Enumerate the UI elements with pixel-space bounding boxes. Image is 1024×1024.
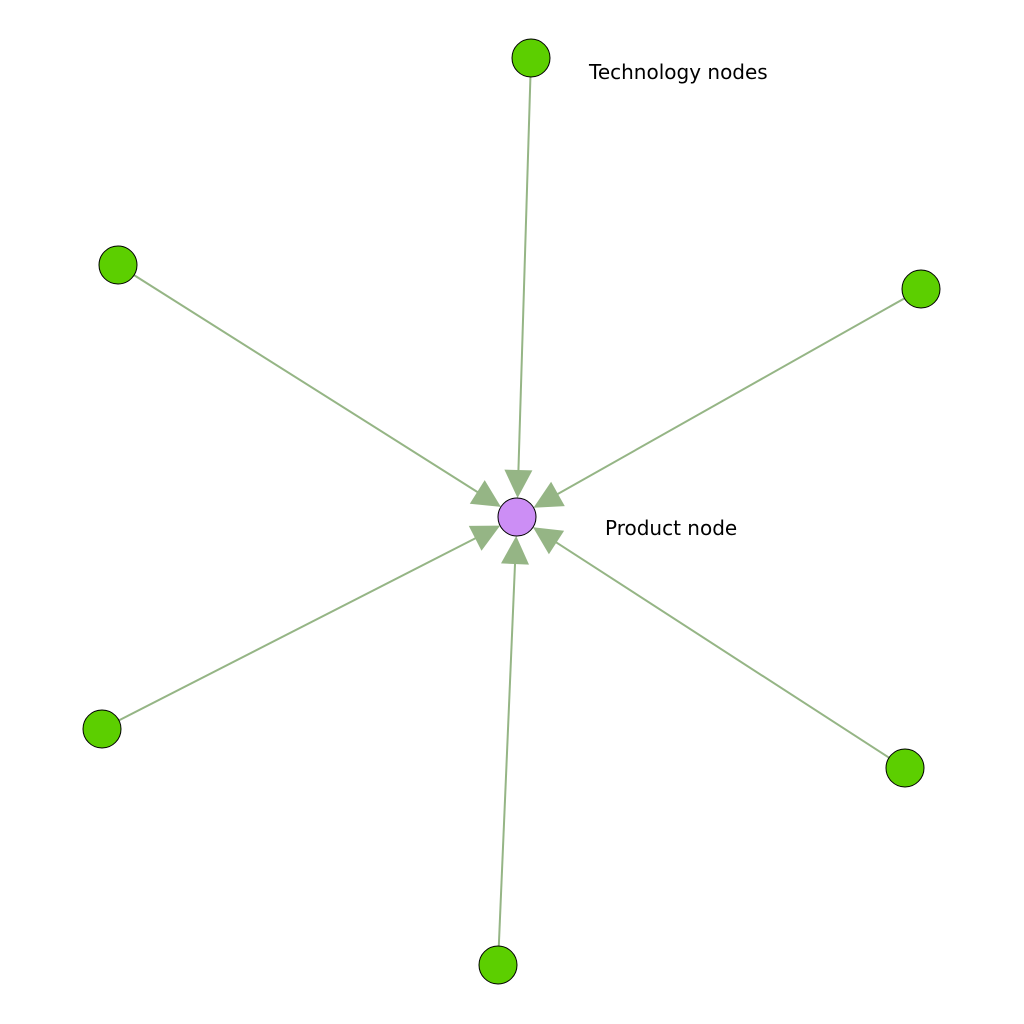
edges-layer (118, 76, 905, 947)
technology-node-lower-left[interactable] (82, 709, 122, 749)
edge-tech-upper-right (555, 297, 905, 496)
arrowhead-tech-upper-left (469, 480, 501, 507)
edge-tech-top (517, 76, 532, 473)
nodes-layer (82, 38, 941, 985)
edge-tech-lower-left (118, 536, 478, 722)
technology-node-lower-right[interactable] (885, 748, 925, 788)
edge-tech-lower-right (554, 540, 890, 759)
technology-node-bottom[interactable] (478, 945, 518, 985)
product-node[interactable] (497, 497, 537, 537)
product-node-label: Product node (605, 516, 737, 540)
edge-tech-upper-left (133, 274, 480, 494)
technology-nodes-label: Technology nodes (588, 60, 768, 84)
technology-node-upper-left[interactable] (98, 245, 138, 285)
technology-node-top[interactable] (511, 38, 551, 78)
technology-node-upper-right[interactable] (901, 269, 941, 309)
arrowhead-tech-bottom (501, 536, 529, 565)
edge-tech-bottom (497, 561, 517, 947)
arrowhead-tech-lower-right (533, 527, 565, 555)
arrowhead-tech-upper-right (533, 481, 565, 508)
arrowhead-tech-top (504, 469, 533, 498)
arrowhead-tech-lower-left (468, 525, 501, 551)
